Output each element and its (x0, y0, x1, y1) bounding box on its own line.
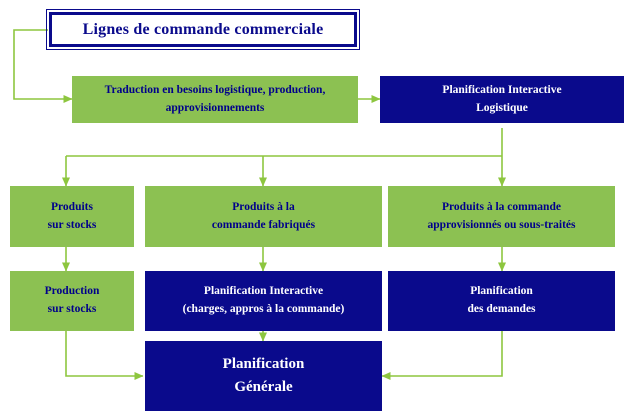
node-planif-logistique-line1: Planification Interactive (442, 83, 562, 96)
node-planification-interactive-charges: Planification Interactive (charges, appr… (145, 271, 382, 331)
node-planification-interactive-logistique: Planification Interactive Logistique (380, 76, 624, 123)
node-produits-commande-fabriques: Produits à la commande fabriqués (145, 186, 382, 247)
node-produits-stocks-line1: Produits (51, 200, 93, 213)
node-produits-commande-approvisionnes: Produits à la commande approvisionnés ou… (388, 186, 615, 247)
node-production-stocks-line2: sur stocks (47, 303, 97, 315)
node-production-stocks-line1: Production (44, 285, 100, 298)
node-planif-generale-line1: Planification (222, 355, 305, 372)
node-produits-fabriques-line2: commande fabriqués (211, 218, 316, 231)
node-traduction-line1: Traduction en besoins logistique, produc… (104, 83, 326, 96)
diagram-title: Lignes de commande commerciale (46, 9, 360, 50)
node-planif-charges-line1: Planification Interactive (203, 285, 324, 298)
diagram-title-text: Lignes de commande commerciale (82, 20, 324, 38)
node-planif-generale-line2: Générale (234, 379, 293, 395)
node-produits-stocks-line2: sur stocks (47, 218, 97, 231)
node-traduction: Traduction en besoins logistique, produc… (72, 76, 358, 123)
node-planif-charges-line2: (charges, appros à la commande) (182, 303, 345, 315)
node-produits-approvisionnes-line2: approvisionnés ou sous-traités (427, 218, 576, 231)
node-planif-logistique-line2: Logistique (476, 101, 528, 114)
node-planif-demandes-line1: Planification (470, 285, 533, 298)
node-produits-approvisionnes-line1: Produits à la commande (442, 200, 561, 213)
node-planification-generale: Planification Générale (145, 341, 382, 411)
node-planification-des-demandes: Planification des demandes (388, 271, 615, 331)
node-produits-sur-stocks: Produits sur stocks (10, 186, 134, 247)
node-planif-demandes-line2: des demandes (467, 303, 536, 315)
node-produits-fabriques-line1: Produits à la (232, 200, 295, 213)
node-traduction-line2: approvisionnements (165, 101, 265, 114)
node-production-sur-stocks: Production sur stocks (10, 271, 134, 331)
